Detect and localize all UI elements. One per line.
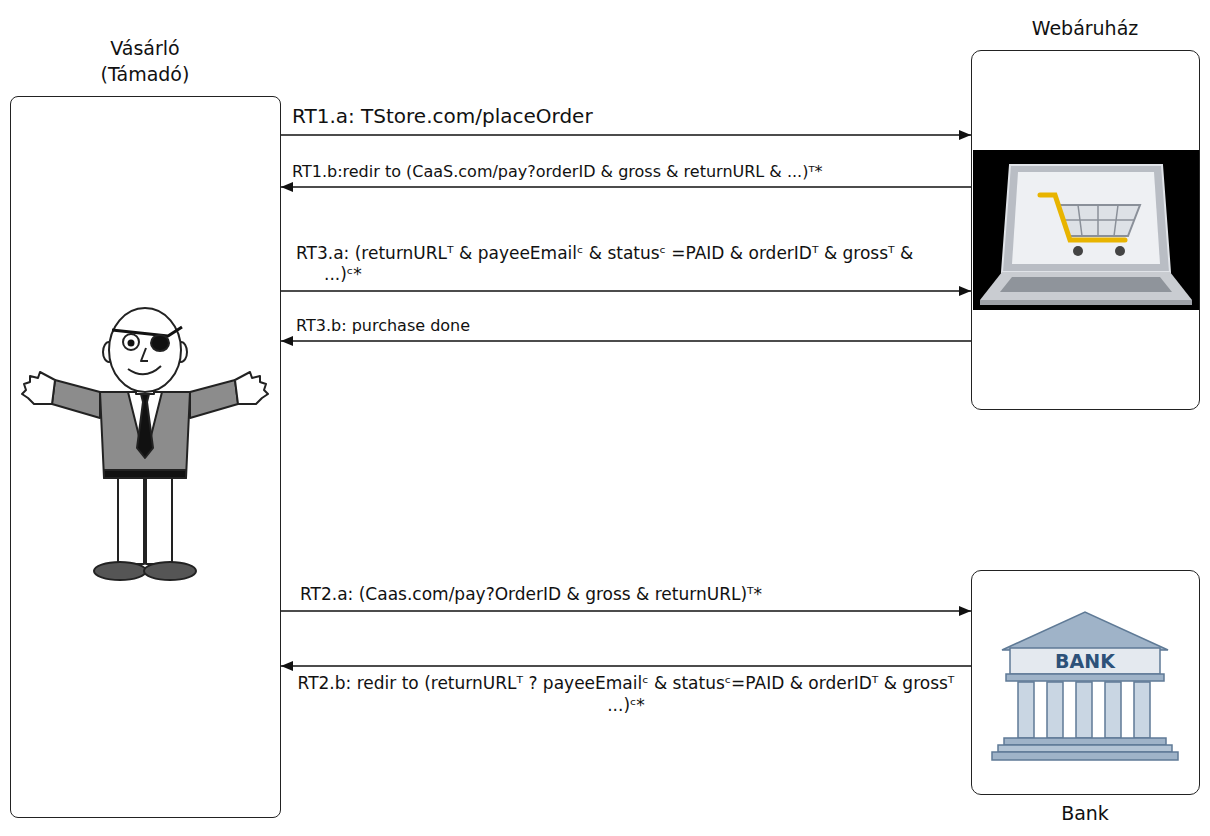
left-arm bbox=[52, 380, 100, 418]
eye bbox=[123, 334, 139, 350]
picture-background bbox=[973, 150, 1199, 310]
node-heading: Webáruház bbox=[980, 16, 1190, 42]
mouth bbox=[128, 366, 161, 374]
message-arrow bbox=[281, 290, 971, 292]
message-arrow bbox=[281, 186, 971, 188]
node-title: Vásárló (Támadó) bbox=[85, 36, 205, 87]
laptop-lid bbox=[1002, 165, 1170, 272]
laptop-keyboard bbox=[1000, 277, 1172, 292]
node-title: Bank bbox=[980, 801, 1190, 827]
bank-column bbox=[1047, 682, 1063, 738]
cart-wheel bbox=[1073, 246, 1083, 256]
bank-column bbox=[1134, 682, 1150, 738]
bank-sign: BANK bbox=[1012, 649, 1158, 673]
jacket bbox=[100, 392, 190, 478]
message-label: RT1.b:redir to (CaaS.com/pay?orderID & g… bbox=[292, 162, 962, 182]
node-heading: Bank bbox=[980, 801, 1190, 827]
left-leg bbox=[118, 470, 144, 564]
message-label: RT1.a: TStore.com/placeOrder bbox=[292, 104, 952, 130]
eyepatch bbox=[151, 335, 169, 351]
bank-step bbox=[992, 752, 1178, 760]
webshop-box: Webáruház bbox=[971, 50, 1200, 410]
message-arrow bbox=[281, 340, 971, 342]
right-arm bbox=[190, 380, 238, 418]
belt bbox=[104, 470, 186, 478]
message-label: RT2.b: redir to (returnURLᵀ ? payeeEmail… bbox=[296, 673, 956, 717]
bank-building bbox=[992, 612, 1178, 760]
cart-handle bbox=[1040, 195, 1125, 240]
bank-column bbox=[1105, 682, 1121, 738]
tie bbox=[137, 394, 153, 458]
bank-step bbox=[998, 745, 1172, 752]
pupil bbox=[128, 340, 135, 347]
nose bbox=[141, 348, 148, 361]
bank-beam bbox=[1006, 674, 1164, 681]
bank-step bbox=[1004, 738, 1166, 745]
node-heading: Vásárló (Támadó) bbox=[85, 36, 205, 87]
message-label: RT2.a: (Caas.com/pay?OrderID & gross & r… bbox=[300, 584, 960, 606]
right-leg bbox=[146, 470, 172, 564]
message-label: RT3.b: purchase done bbox=[296, 316, 696, 336]
cart-wires bbox=[1062, 205, 1134, 236]
laptop-edge bbox=[980, 300, 1192, 305]
laptop-base bbox=[980, 272, 1192, 300]
cart-wheel bbox=[1115, 246, 1125, 256]
laptop-picture bbox=[973, 150, 1199, 310]
message-arrow bbox=[281, 610, 971, 612]
message-arrow bbox=[281, 665, 971, 667]
actor-box: Vásárló (Támadó) bbox=[10, 96, 281, 818]
left-shoe bbox=[94, 562, 146, 580]
head bbox=[109, 308, 181, 392]
bank-frieze bbox=[1010, 648, 1160, 674]
left-hand bbox=[22, 372, 55, 404]
bank-box: Bank bbox=[971, 570, 1200, 795]
laptop-screen bbox=[1012, 172, 1160, 264]
attacker-figure bbox=[22, 308, 268, 580]
message-label: RT3.a: (returnURLᵀ & payeeEmailᶜ & statu… bbox=[296, 243, 936, 287]
node-title: Webáruház bbox=[980, 16, 1190, 42]
bank-column bbox=[1018, 682, 1034, 738]
right-shoe bbox=[144, 562, 196, 580]
eyepatch-strap bbox=[112, 327, 182, 336]
right-hand bbox=[235, 372, 268, 404]
bank-roof bbox=[1002, 612, 1168, 650]
cart-basket bbox=[1058, 205, 1140, 236]
message-arrow bbox=[281, 134, 971, 136]
bank-column bbox=[1076, 682, 1092, 738]
